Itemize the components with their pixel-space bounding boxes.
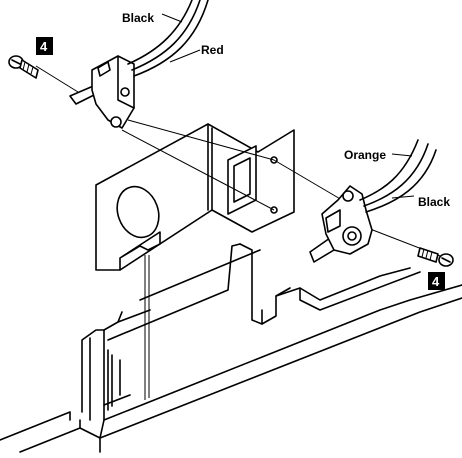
label-wire-orange: Orange [344, 148, 386, 162]
screw-left [8, 55, 39, 79]
callout-badge-left: 4 [36, 37, 53, 55]
sensor-switch-right [309, 185, 373, 263]
label-wire-red: Red [201, 43, 224, 57]
screw-right [417, 247, 454, 267]
bracket-hole [116, 185, 160, 239]
base-frame [0, 243, 462, 453]
sensor-switch-left [69, 55, 135, 129]
label-wire-black-top: Black [122, 11, 154, 25]
callout-number-right: 4 [432, 274, 440, 289]
mounting-bracket [95, 123, 295, 271]
wires-left [127, 0, 209, 77]
label-wire-black-right: Black [418, 195, 450, 209]
callout-badge-right: 4 [428, 272, 445, 290]
wires-right [359, 139, 437, 213]
callout-number-left: 4 [40, 39, 48, 54]
